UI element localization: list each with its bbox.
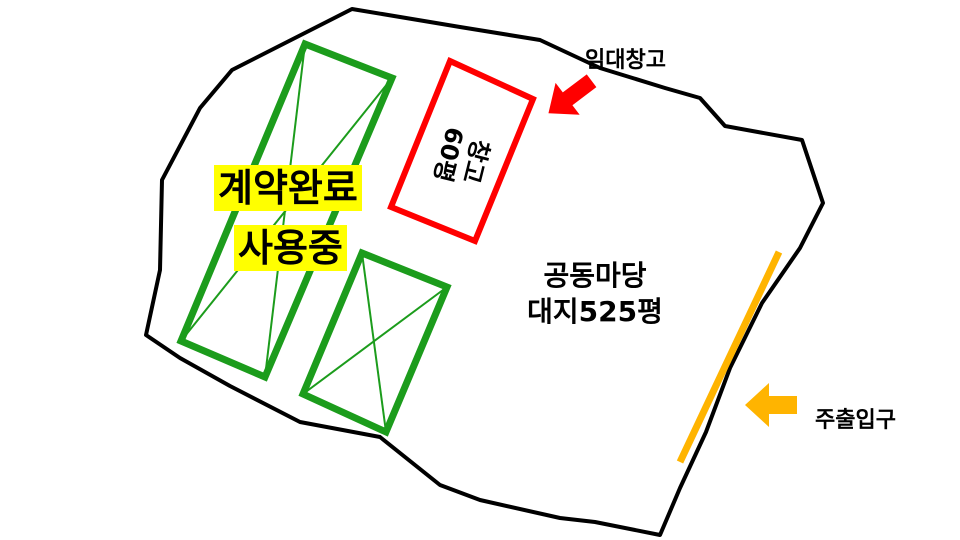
warehouse-arrow-icon [548,74,597,115]
yard-name: 공동마당 [543,259,647,292]
main-entrance-callout: 주출입구 [815,408,896,433]
status-in-use-label: 사용중 [234,225,347,271]
yard-area: 대지525평 [527,295,663,328]
yard-label: 공동마당 대지525평 [510,258,680,330]
entrance-arrow-icon [745,383,797,427]
contracted-building-2 [298,248,452,437]
lot-boundary [144,7,825,537]
entrance-line [676,250,783,464]
rental-warehouse-callout: 임대창고 [585,48,666,73]
rental-warehouse [387,56,537,245]
status-contracted-label: 계약완료 [214,165,362,211]
